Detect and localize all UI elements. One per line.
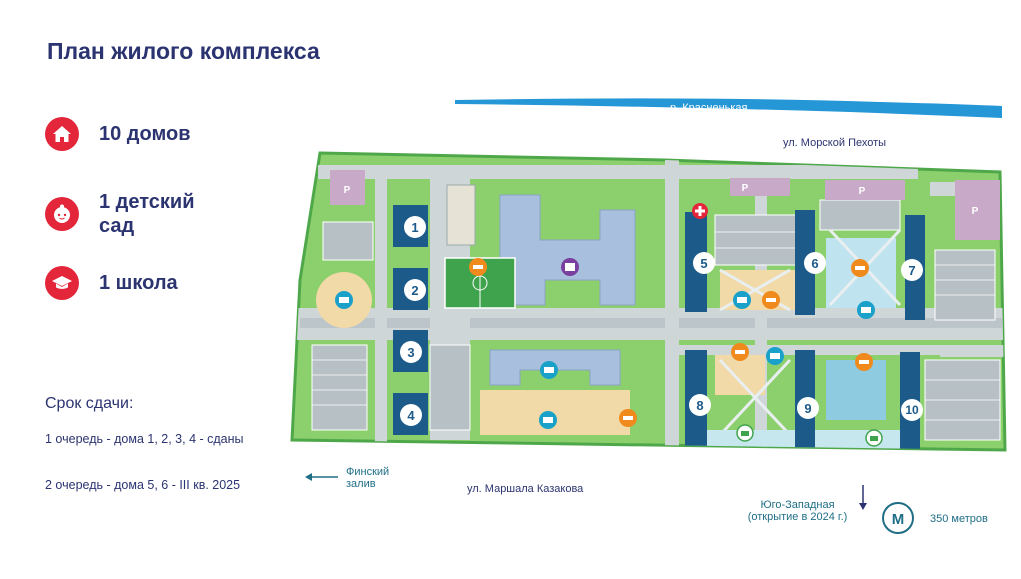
gulf-label: Финский залив [346, 466, 390, 490]
parking-building-4 [955, 180, 1000, 240]
house-badge-4: 4 [400, 404, 422, 426]
playground-icon [540, 361, 558, 379]
house-badge-8: 8 [689, 394, 711, 416]
house-badge-9: 9 [797, 397, 819, 419]
street-top-label: ул. Морской Пехоты [783, 137, 886, 149]
svg-text:10: 10 [905, 403, 919, 417]
house-number-badges: 1 2 3 4 5 6 7 8 9 10 [400, 216, 923, 426]
medical-icon [692, 203, 708, 219]
playground-icon [335, 291, 353, 309]
playground-icon [766, 347, 784, 365]
parking-letter-4: P [972, 206, 979, 217]
fitness-icon [855, 353, 873, 371]
svg-text:9: 9 [804, 401, 811, 416]
house-badge-5: 5 [693, 252, 715, 274]
svg-text:8: 8 [696, 398, 703, 413]
child-face-icon [45, 197, 79, 231]
deadline-heading: Срок сдачи: [45, 395, 134, 412]
stat-school: 1 школа [45, 266, 178, 300]
stat-kindergarten: 1 детский сад [45, 190, 229, 238]
parking-building-1 [330, 170, 365, 205]
fitness-icon [851, 259, 869, 277]
stat-school-label: 1 школа [99, 272, 178, 294]
stat-houses-label: 10 домов [99, 123, 191, 145]
fitness-icon [619, 409, 637, 427]
house-badge-1: 1 [404, 216, 426, 238]
shop-icon [736, 424, 754, 442]
playground-icon [733, 291, 751, 309]
svg-text:3: 3 [407, 345, 414, 360]
fitness-icon [731, 343, 749, 361]
house-badge-10: 10 [901, 399, 923, 421]
street-bottom-label: ул. Маршала Казакова [467, 483, 584, 495]
stat-houses: 10 домов [45, 117, 191, 151]
school-icon [561, 258, 579, 276]
playground-icon [539, 411, 557, 429]
arrow-down-icon [859, 485, 867, 510]
house-badge-2: 2 [404, 279, 426, 301]
house-icon [45, 117, 79, 151]
house-badge-6: 6 [804, 252, 826, 274]
parking-building-2 [730, 178, 790, 196]
parking-letter-3: P [859, 186, 866, 197]
page-title: План жилого комплекса [47, 38, 320, 64]
svg-text:1: 1 [411, 220, 418, 235]
metro-station-label: Юго-Западная (открытие в 2024 г.) [747, 499, 848, 523]
svg-text:M: M [892, 511, 905, 528]
svg-text:4: 4 [407, 408, 415, 423]
svg-text:2: 2 [411, 283, 418, 298]
deadline-stage-1: 1 очередь - дома 1, 2, 3, 4 - сданы [45, 432, 244, 446]
fitness-icon [469, 258, 487, 276]
parking-letter-2: P [742, 183, 749, 194]
parking-letter-1: P [344, 185, 351, 196]
house-badge-3: 3 [400, 341, 422, 363]
school-building [499, 194, 636, 306]
svg-text:5: 5 [700, 256, 707, 271]
house-badge-7: 7 [901, 259, 923, 281]
river-label: р. Красненькая [670, 102, 748, 114]
metro-distance-label: 350 метров [930, 513, 988, 525]
playground-icon [857, 301, 875, 319]
parking-building-3 [825, 180, 905, 200]
river [455, 98, 1002, 118]
shop-icon [865, 429, 883, 447]
graduation-cap-icon [45, 266, 79, 300]
amenity-icons [335, 203, 883, 447]
stat-kindergarten-label: 1 детский сад [99, 191, 195, 237]
fitness-icon [762, 291, 780, 309]
arrow-left-icon [305, 473, 338, 481]
deadline-stage-2: 2 очередь - дома 5, 6 - III кв. 2025 [45, 478, 241, 492]
metro-icon: M [882, 502, 914, 534]
svg-text:6: 6 [811, 256, 818, 271]
svg-text:7: 7 [908, 263, 915, 278]
